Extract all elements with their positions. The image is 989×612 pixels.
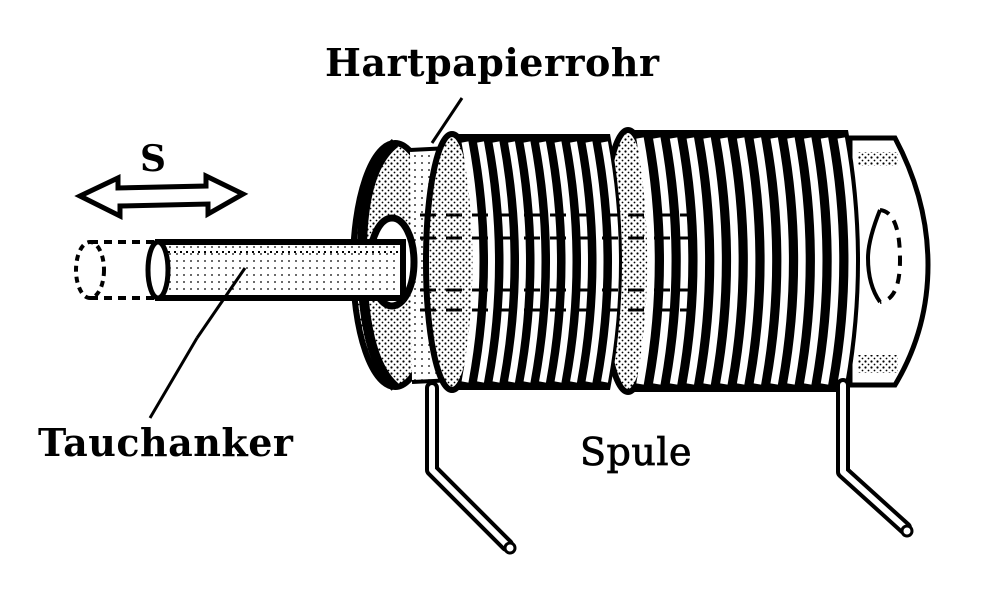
coil-winding [523, 141, 542, 383]
coil-winding [720, 137, 739, 385]
label-hartpapierrohr: Hartpapierrohr [325, 40, 660, 85]
coil-winding [837, 137, 857, 385]
plunger [145, 239, 406, 301]
leader-line-tube [430, 97, 464, 144]
coil-winding [461, 141, 480, 383]
lead-left [425, 381, 517, 555]
coil-winding [636, 137, 655, 385]
coil-winding [601, 141, 619, 383]
coil-winding [570, 141, 588, 383]
coil-winding [820, 137, 840, 385]
coil-winding [753, 137, 773, 385]
coil-winding [508, 141, 526, 383]
coil-winding [539, 141, 557, 383]
displacement-arrow [74, 172, 249, 221]
coil-winding [787, 137, 806, 385]
coil-winding [554, 141, 573, 383]
coil-winding [703, 137, 722, 385]
coil-winding [492, 141, 511, 383]
lead-right [836, 378, 914, 538]
leader-line-plunger-lower [148, 337, 199, 419]
coil-winding [669, 137, 689, 385]
coil-winding [803, 137, 823, 385]
coil-winding [585, 141, 604, 383]
tube-right-end [847, 135, 931, 388]
coil-winding [686, 137, 706, 385]
tube-bore-hidden-lines [420, 213, 690, 312]
plunger-extended-position [74, 240, 160, 300]
coil-winding [770, 137, 789, 385]
label-spule: Spule [580, 430, 692, 475]
leader-line-plunger [195, 267, 247, 339]
coil-winding [736, 137, 756, 385]
label-displacement-s: S [140, 138, 167, 180]
coil-winding [653, 137, 672, 385]
label-tauchanker: Tauchanker [38, 420, 294, 465]
coil-section-left [423, 131, 622, 393]
coil-winding [477, 141, 495, 383]
coil-section-right [599, 127, 860, 395]
